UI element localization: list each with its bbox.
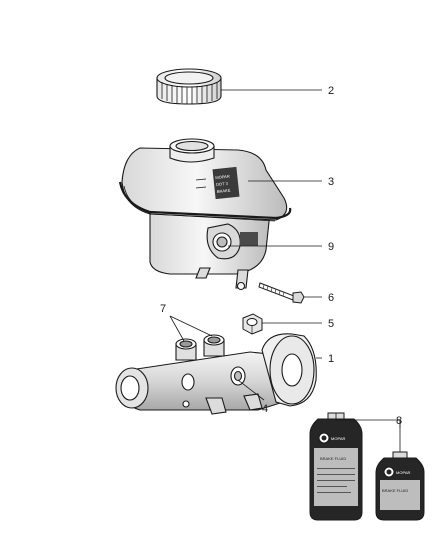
leader-line-4: [237, 379, 265, 401]
reservoir-label-line2: DOT 3: [216, 181, 229, 187]
callout-8: 8: [396, 415, 402, 427]
callout-3: 3: [328, 176, 334, 188]
reservoir-cap: [156, 68, 222, 105]
bottle-large-brand: MOPAR: [331, 436, 345, 441]
callout-7: 7: [160, 303, 166, 315]
leader-line-8: [335, 413, 401, 452]
callout-1: 1: [328, 353, 334, 365]
bottle-large-product: BRAKE FLUID: [320, 456, 346, 461]
brake-fluid-bottle-small: [375, 451, 425, 521]
brake-fluid-bottle-large: [309, 412, 363, 521]
leader-line-7a: [169, 315, 185, 342]
reservoir-label-line3: BRAKE: [217, 188, 231, 194]
callout-5: 5: [328, 318, 334, 330]
hex-nut: [242, 313, 263, 335]
callout-4: 4: [262, 403, 268, 415]
leader-line-7b: [169, 315, 213, 337]
reservoir-label-line1: MOPAR: [215, 174, 230, 180]
brake-fluid-reservoir: [118, 138, 292, 291]
callout-2: 2: [328, 85, 334, 97]
callout-6: 6: [328, 292, 334, 304]
master-cylinder: [115, 333, 317, 415]
bottle-small-product: BRAKE FLUID: [382, 488, 408, 493]
callout-9: 9: [328, 241, 334, 253]
bottle-small-brand: MOPAR: [396, 470, 410, 475]
mounting-bolt: [258, 282, 305, 304]
